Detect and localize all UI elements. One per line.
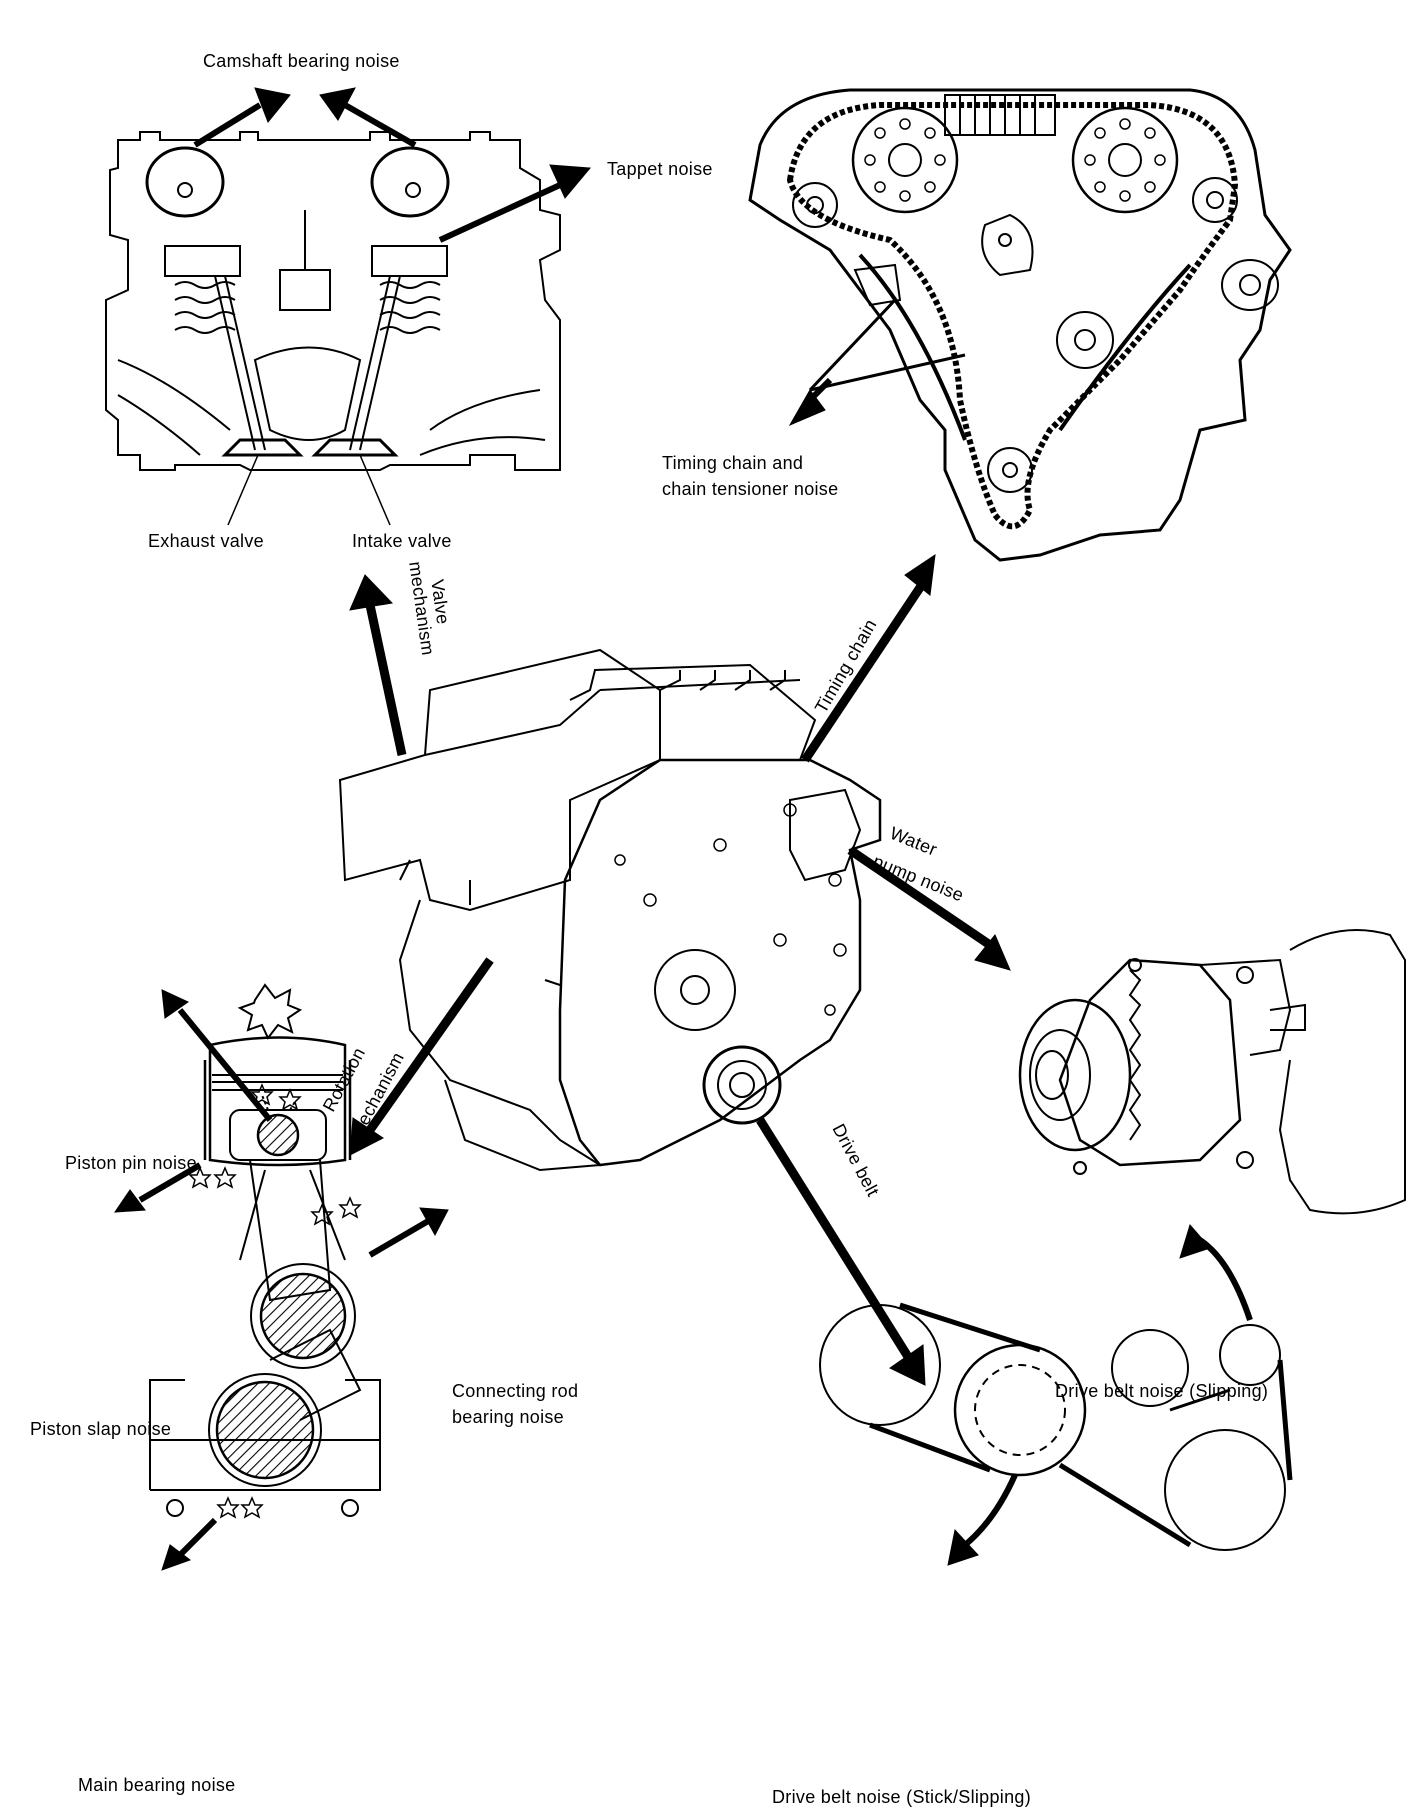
valve-label-leaders <box>227 454 391 526</box>
label-exhaust-valve: Exhaust valve <box>148 531 264 551</box>
label-piston-slap-noise: Piston slap noise <box>30 1419 172 1439</box>
piston-conrod-illustration <box>149 983 381 1519</box>
label-drive-belt-noise-slipping: Drive belt noise (Slipping) <box>1055 1381 1269 1401</box>
drive-belt-illustration <box>819 1302 1293 1551</box>
timing-chain-front-view <box>748 88 1292 562</box>
water-pump-illustration <box>1018 929 1406 1215</box>
label-conrod-bearing-noise-line1: Connecting rod <box>452 1381 579 1401</box>
label-piston-pin-noise: Piston pin noise <box>65 1153 197 1173</box>
noise-arrows <box>114 87 1253 1571</box>
engine-assembly <box>338 648 882 1172</box>
timing-noise-pointers <box>808 298 966 392</box>
label-timing-chain-noise-line1: Timing chain and <box>662 453 804 473</box>
cylinder-head-cutaway <box>105 131 561 471</box>
label-timing-chain-noise-line2: chain tensioner noise <box>662 479 839 499</box>
label-tappet-noise: Tappet noise <box>607 159 713 179</box>
label-drive-belt-noise-stick-slipping: Drive belt noise (Stick/Slipping) <box>772 1787 1031 1807</box>
label-conrod-bearing-noise-line2: bearing noise <box>452 1407 564 1427</box>
label-intake-valve: Intake valve <box>352 531 452 551</box>
label-camshaft-bearing-noise: Camshaft bearing noise <box>203 51 400 71</box>
label-main-bearing-noise: Main bearing noise <box>78 1775 236 1795</box>
